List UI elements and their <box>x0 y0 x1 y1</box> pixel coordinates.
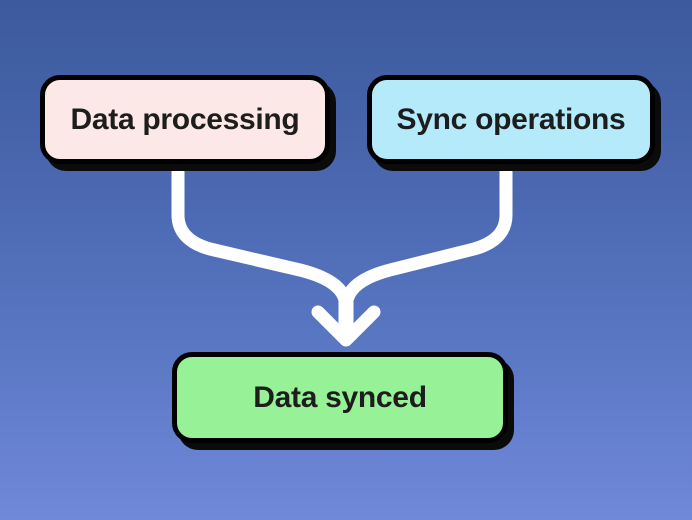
edge-data-processing-to-data-synced <box>171 165 352 339</box>
node-data-processing-label: Data processing <box>70 102 300 136</box>
node-sync-operations-label: Sync operations <box>396 102 626 136</box>
node-data-synced-label: Data synced <box>253 380 427 414</box>
node-sync-operations[interactable]: Sync operations <box>367 75 655 164</box>
node-data-synced[interactable]: Data synced <box>172 352 508 443</box>
edge-sync-operations-to-data-synced <box>340 165 513 339</box>
arrowhead-down-icon <box>311 305 381 347</box>
node-data-processing[interactable]: Data processing <box>40 75 330 164</box>
